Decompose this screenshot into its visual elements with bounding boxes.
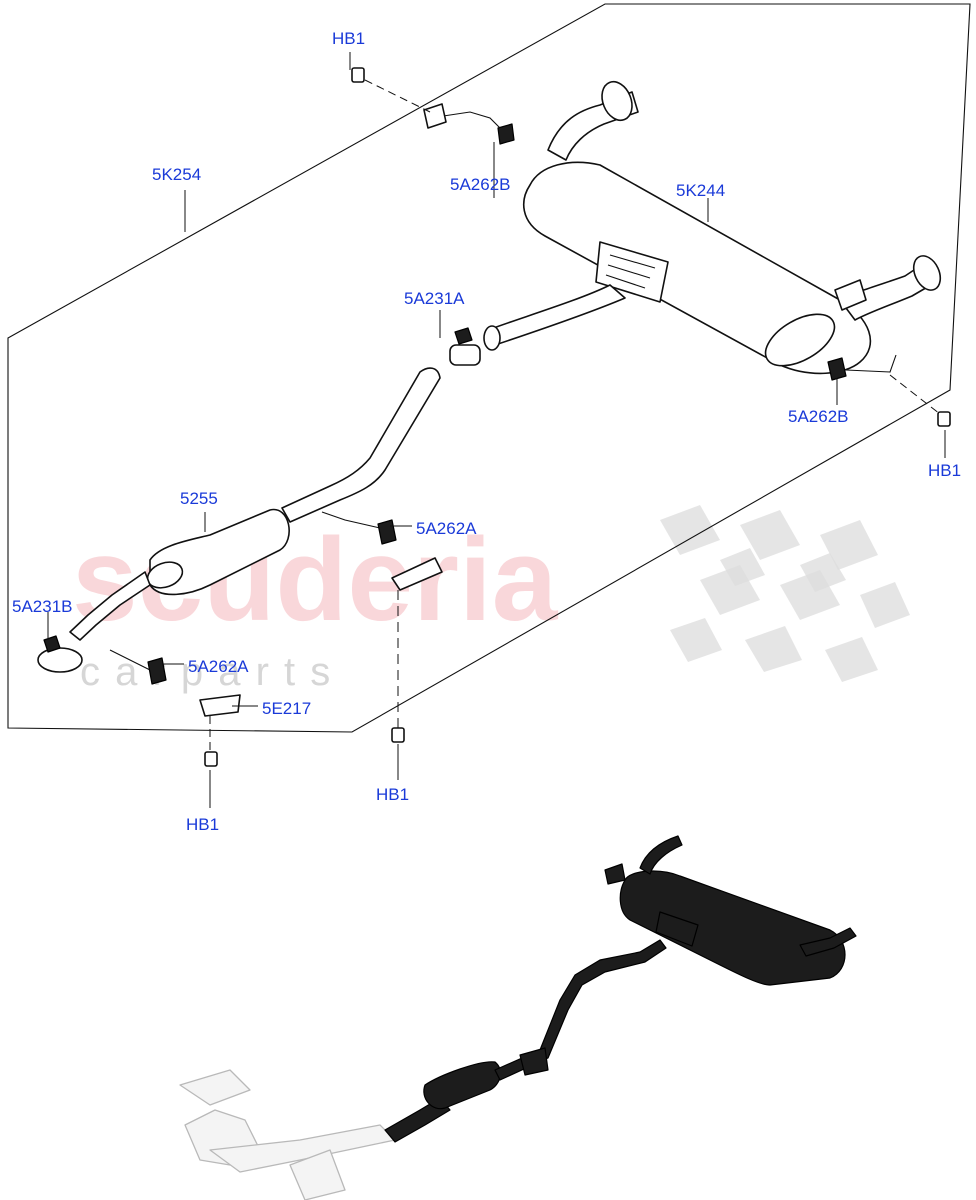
callout-5a262b-top: 5A262B <box>450 175 511 194</box>
bolt-icon <box>204 751 218 767</box>
bolt-icon <box>937 411 951 427</box>
callout-hb1-top: HB1 <box>332 29 365 48</box>
assembly-boundary <box>7 3 971 733</box>
checkered-flag-icon <box>660 505 910 682</box>
callout-5a262a-mid: 5A262A <box>416 519 477 538</box>
leader-lines <box>47 52 946 808</box>
callouts: HB1 5K254 5A262B 5K244 5A231A 5A262B HB1… <box>12 29 961 834</box>
hangers <box>109 103 897 717</box>
callout-5k244: 5K244 <box>676 181 725 200</box>
bolts <box>204 67 951 767</box>
locator-view <box>179 835 857 1200</box>
callout-5a262a-low: 5A262A <box>188 657 249 676</box>
watermark-subtitle: c a r p a r t s <box>80 650 332 694</box>
callout-hb1-bottom-mid: HB1 <box>376 785 409 804</box>
callout-5k254: 5K254 <box>152 165 201 184</box>
callout-5a262b-right: 5A262B <box>788 407 849 426</box>
watermark: scuderia c a r p a r t s <box>72 505 910 694</box>
callout-hb1-right: HB1 <box>928 461 961 480</box>
callout-hb1-bottom-left: HB1 <box>186 815 219 834</box>
front-muffler <box>37 508 290 673</box>
bolt-icon <box>391 727 405 743</box>
callout-5255: 5255 <box>180 489 218 508</box>
callout-5a231a: 5A231A <box>404 289 465 308</box>
callout-5a231b: 5A231B <box>12 597 73 616</box>
callout-5e217: 5E217 <box>262 699 311 718</box>
rear-muffler <box>523 80 942 375</box>
bolt-icon <box>351 67 365 83</box>
intermediate-pipe <box>281 284 626 523</box>
